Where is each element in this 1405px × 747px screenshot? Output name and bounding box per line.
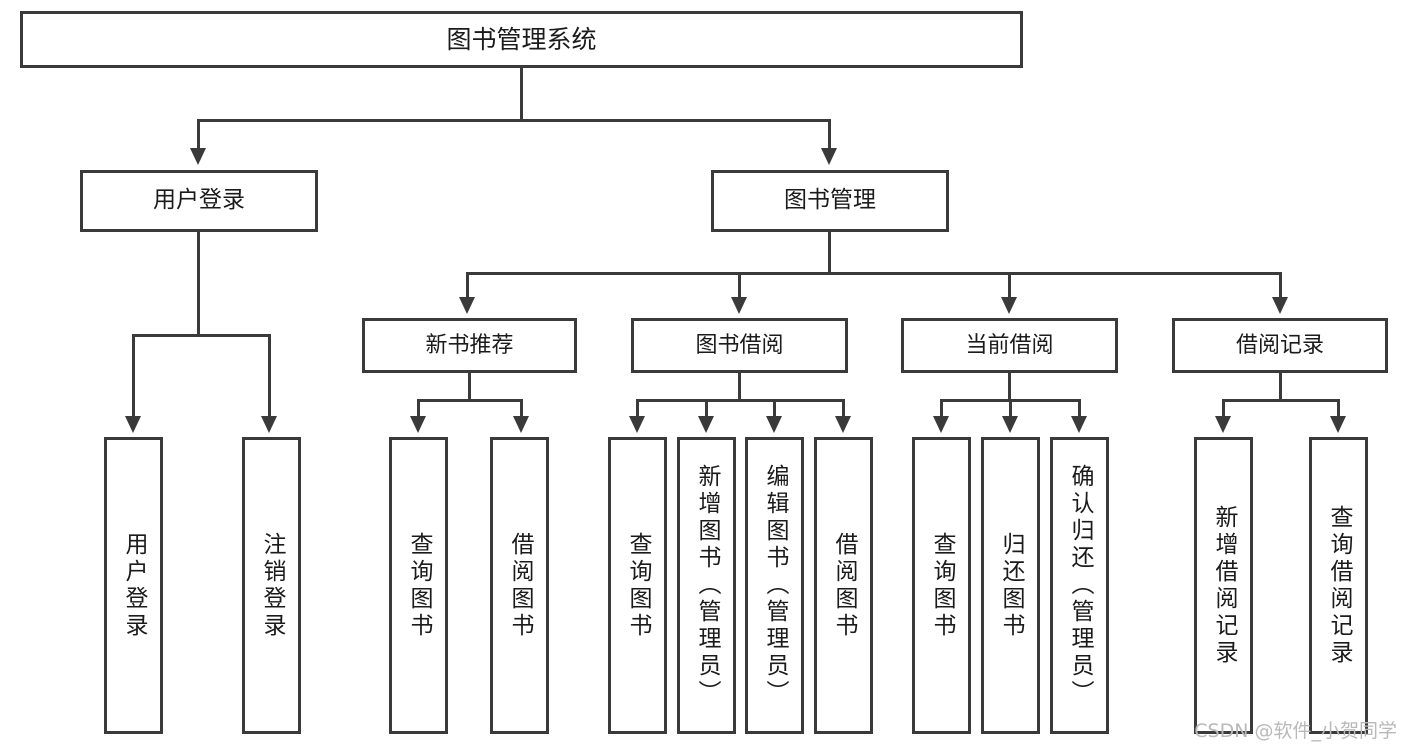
- arrowhead-leaf-add-book: [698, 416, 714, 433]
- arrowhead-leaf-borrow-book-2: [835, 416, 851, 433]
- connector-new-book-leaf2: [520, 399, 523, 417]
- leaf-edit-book-admin[interactable]: 编辑图书（管理员）: [745, 437, 804, 734]
- node-book-manage[interactable]: 图书管理: [711, 170, 949, 232]
- node-label: 图书管理: [784, 187, 876, 214]
- connector-borrow-record-leaf2: [1337, 399, 1340, 417]
- connector-book-manage-bus: [466, 272, 1282, 275]
- node-label: 归还图书: [998, 531, 1024, 640]
- connector-root-to-user-login: [197, 119, 200, 149]
- node-label: 查询借阅记录: [1326, 504, 1352, 667]
- leaf-borrow-book[interactable]: 借阅图书: [814, 437, 873, 734]
- leaf-user-login[interactable]: 用户登录: [104, 437, 163, 734]
- leaf-logout[interactable]: 注销登录: [242, 437, 301, 734]
- node-label: 查询图书: [406, 531, 432, 640]
- arrowhead-book-borrow: [731, 297, 747, 314]
- node-label: 查询图书: [929, 531, 955, 640]
- node-label: 查询图书: [625, 531, 651, 640]
- leaf-query-book-recommend[interactable]: 查询图书: [389, 437, 448, 734]
- connector-current-borrow-leaf2: [1009, 399, 1012, 417]
- connector-root-to-book-manage: [828, 119, 831, 149]
- node-label: 当前借阅: [965, 332, 1054, 358]
- leaf-query-borrow-record[interactable]: 查询借阅记录: [1309, 437, 1368, 734]
- connector-new-book-bus: [417, 399, 523, 402]
- arrowhead-leaf-borrow-book-1: [513, 416, 529, 433]
- leaf-return-book[interactable]: 归还图书: [981, 437, 1040, 734]
- node-label: 图书借阅: [695, 332, 784, 358]
- node-new-book-recommend[interactable]: 新书推荐: [362, 318, 577, 373]
- node-label: 新增借阅记录: [1211, 504, 1237, 667]
- connector-to-current-borrow: [1008, 272, 1011, 298]
- connector-user-login-leaf2: [268, 334, 271, 417]
- connector-book-borrow-leaf3: [773, 399, 776, 417]
- arrowhead-leaf-edit-book: [766, 416, 782, 433]
- arrowhead-leaf-return-book: [1002, 416, 1018, 433]
- connector-book-borrow-bus: [636, 399, 845, 402]
- node-root-system[interactable]: 图书管理系统: [20, 11, 1023, 68]
- connector-to-borrow-record: [1279, 272, 1282, 298]
- arrowhead-leaf-user-login: [125, 416, 141, 433]
- leaf-add-borrow-record[interactable]: 新增借阅记录: [1194, 437, 1253, 734]
- node-label: 新增图书（管理员）: [694, 464, 720, 707]
- connector-borrow-record-leaf1: [1222, 399, 1225, 417]
- node-label: 图书管理系统: [446, 24, 597, 54]
- node-label: 借阅图书: [831, 531, 857, 640]
- arrowhead-user-login: [190, 148, 206, 165]
- arrowhead-leaf-query-record: [1330, 416, 1346, 433]
- connector-new-book-stem: [468, 373, 471, 401]
- connector-root-bus: [197, 119, 831, 122]
- connector-borrow-record-bus: [1222, 399, 1340, 402]
- connector-book-borrow-leaf1: [636, 399, 639, 417]
- connector-user-login-bus: [132, 334, 268, 337]
- leaf-add-book-admin[interactable]: 新增图书（管理员）: [677, 437, 736, 734]
- node-label: 新书推荐: [425, 332, 514, 358]
- node-current-borrow[interactable]: 当前借阅: [901, 318, 1118, 373]
- arrowhead-leaf-query-book-2: [629, 416, 645, 433]
- node-label: 用户登录: [153, 187, 245, 214]
- connector-book-borrow-leaf2: [705, 399, 708, 417]
- node-label: 编辑图书（管理员）: [762, 464, 788, 707]
- leaf-query-book-current[interactable]: 查询图书: [912, 437, 971, 734]
- arrowhead-leaf-confirm-return: [1071, 416, 1087, 433]
- node-book-borrow[interactable]: 图书借阅: [631, 318, 848, 373]
- connector-user-login-leaf1: [132, 334, 135, 417]
- connector-book-manage-stem: [828, 232, 831, 274]
- leaf-query-book-borrow[interactable]: 查询图书: [608, 437, 667, 734]
- leaf-confirm-return-admin[interactable]: 确认归还（管理员）: [1050, 437, 1109, 734]
- connector-borrow-record-stem: [1279, 373, 1282, 401]
- arrowhead-leaf-logout: [261, 416, 277, 433]
- node-user-login[interactable]: 用户登录: [80, 170, 318, 232]
- node-borrow-record[interactable]: 借阅记录: [1172, 318, 1388, 373]
- connector-root-stem: [520, 68, 523, 119]
- connector-current-borrow-stem: [1008, 373, 1011, 401]
- arrowhead-book-manage: [821, 148, 837, 165]
- arrowhead-leaf-query-book-1: [410, 416, 426, 433]
- leaf-borrow-book-recommend[interactable]: 借阅图书: [490, 437, 549, 734]
- arrowhead-current-borrow: [1001, 297, 1017, 314]
- connector-user-login-stem: [197, 232, 200, 336]
- node-label: 用户登录: [121, 531, 147, 640]
- node-label: 借阅记录: [1235, 332, 1324, 358]
- arrowhead-leaf-query-book-3: [933, 416, 949, 433]
- node-label: 确认归还（管理员）: [1067, 464, 1093, 707]
- connector-current-borrow-leaf3: [1078, 399, 1081, 417]
- connector-to-book-borrow: [738, 272, 741, 298]
- arrowhead-borrow-record: [1272, 297, 1288, 314]
- connector-new-book-leaf1: [417, 399, 420, 417]
- connector-to-new-book: [466, 272, 469, 298]
- node-label: 注销登录: [259, 531, 285, 640]
- connector-book-borrow-leaf4: [842, 399, 845, 417]
- node-label: 借阅图书: [507, 531, 533, 640]
- arrowhead-new-book: [459, 297, 475, 314]
- arrowhead-leaf-add-record: [1215, 416, 1231, 433]
- connector-book-borrow-stem: [738, 373, 741, 401]
- connector-current-borrow-leaf1: [940, 399, 943, 417]
